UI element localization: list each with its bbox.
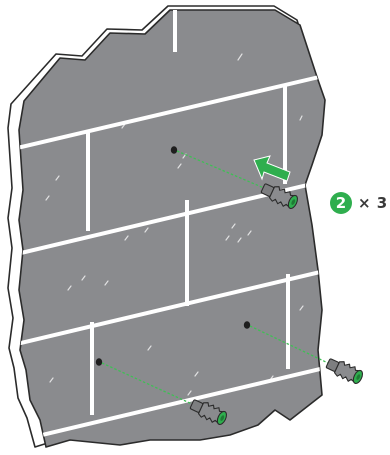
- wall-face: [19, 10, 325, 447]
- step-number: 2: [336, 196, 346, 211]
- drill-hole-left: [96, 358, 102, 366]
- drill-hole-top: [171, 146, 177, 154]
- wall-anchor-plug-icon: [325, 356, 365, 386]
- part-callout: 2 × 3: [330, 191, 388, 215]
- quantity-label: × 3: [358, 194, 388, 212]
- drill-hole-right: [244, 321, 250, 329]
- step-number-badge: 2: [330, 192, 352, 214]
